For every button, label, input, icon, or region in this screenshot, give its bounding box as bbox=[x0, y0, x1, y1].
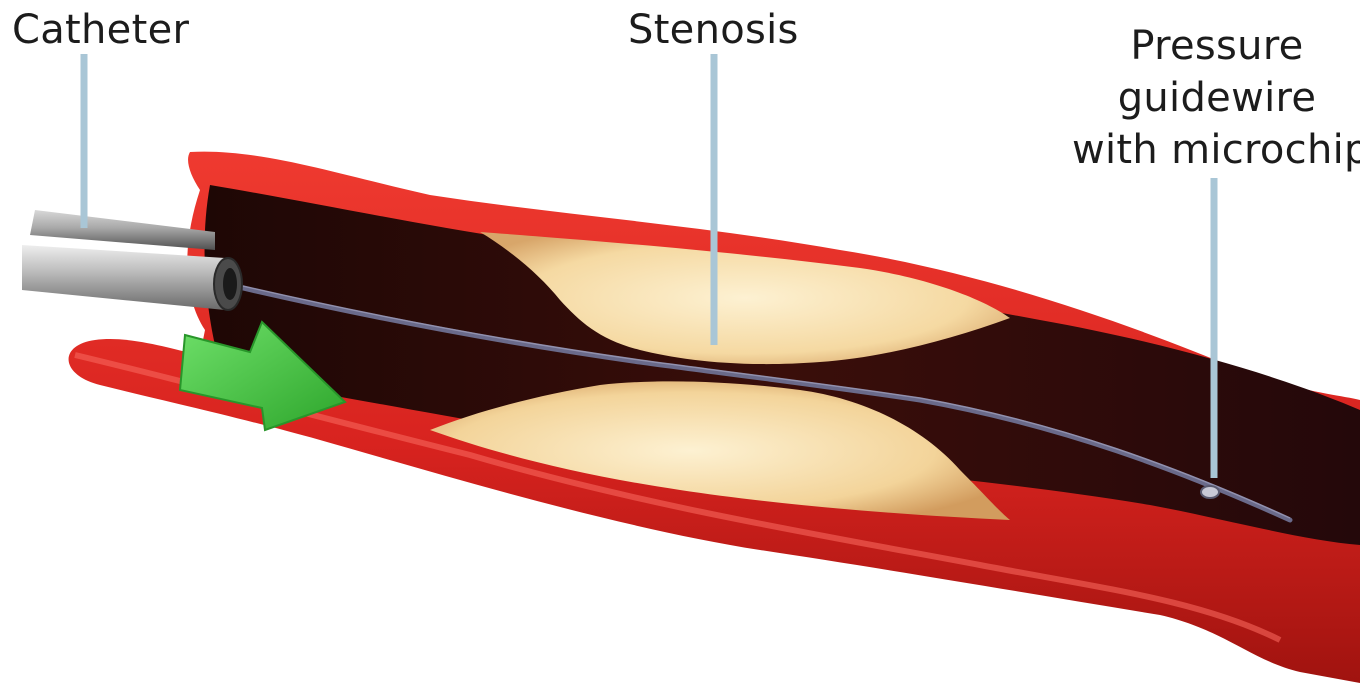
pressure-guidewire-label: Pressure guidewire with microchip bbox=[1072, 20, 1360, 176]
pressure-guidewire-label-line-1: Pressure bbox=[1072, 20, 1360, 72]
microchip-icon bbox=[1201, 486, 1219, 498]
stenosis-label: Stenosis bbox=[628, 4, 799, 56]
pressure-guidewire-label-line-2: guidewire bbox=[1072, 72, 1360, 124]
catheter-upper bbox=[30, 210, 215, 250]
catheter-tip-opening bbox=[223, 268, 237, 300]
catheter-label: Catheter bbox=[12, 4, 189, 56]
pressure-guidewire-label-line-3: with microchip bbox=[1072, 124, 1360, 176]
